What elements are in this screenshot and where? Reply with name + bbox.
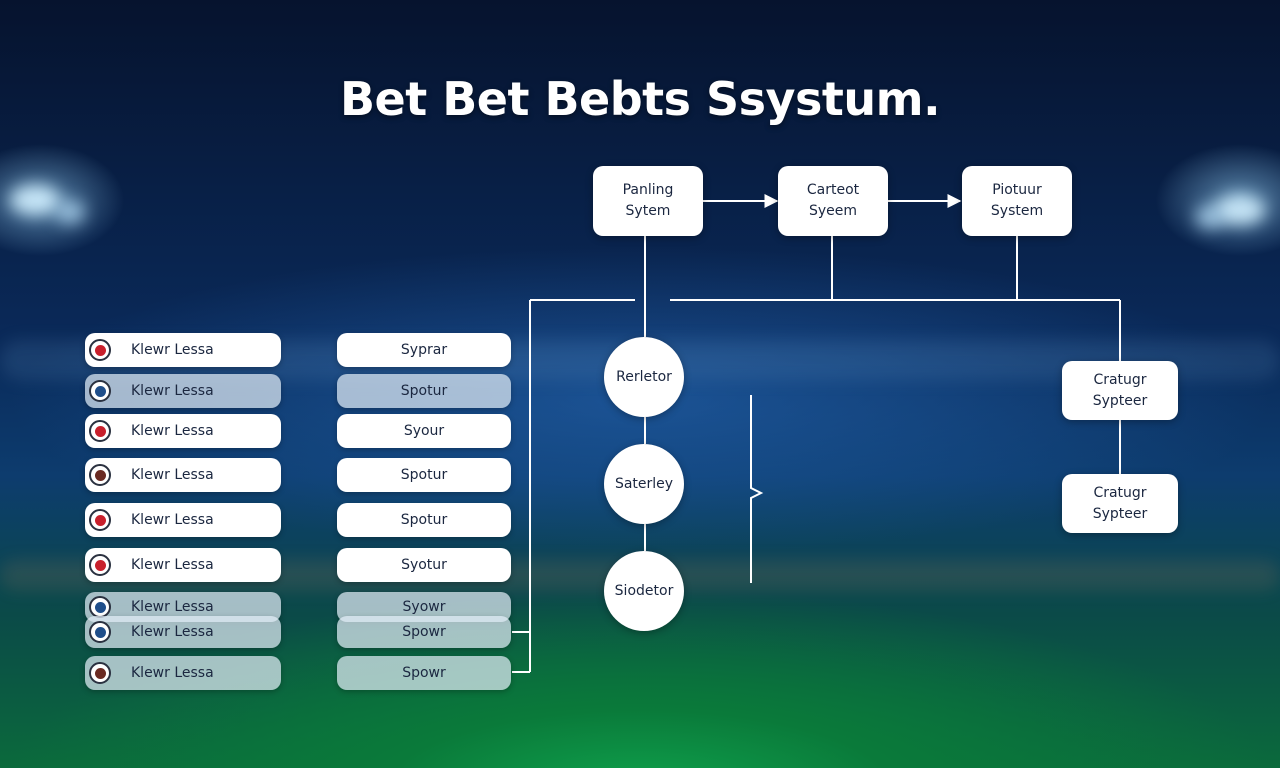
node-piotuur-system: Piotuur System bbox=[962, 166, 1072, 236]
bracket bbox=[750, 395, 764, 583]
diagram-title: Bet Bet Bebts Ssystum. bbox=[339, 72, 941, 126]
badge-dot bbox=[94, 667, 106, 679]
node-line2: Sypteer bbox=[1092, 392, 1148, 409]
badge-dot bbox=[94, 469, 106, 481]
team-badge-icon bbox=[89, 420, 111, 442]
node-line1: Cratugr bbox=[1093, 371, 1147, 388]
circle-node-siodetor: Siodetor bbox=[604, 551, 684, 631]
left-list-label: Klewr Lessa bbox=[131, 557, 214, 573]
team-badge-icon bbox=[89, 380, 111, 402]
right-list-item: Spotur bbox=[337, 374, 511, 408]
left-list-label: Klewr Lessa bbox=[131, 599, 214, 615]
left-list-item: Klewr Lessa bbox=[85, 548, 281, 582]
node-line2: Syeem bbox=[808, 203, 858, 219]
team-badge-icon bbox=[89, 621, 111, 643]
team-badge-icon bbox=[89, 596, 111, 618]
node-line2: System bbox=[990, 203, 1044, 219]
right-list-item: Spotur bbox=[337, 458, 511, 492]
floodlight-right-2 bbox=[1195, 205, 1225, 229]
right-list-item: Syotur bbox=[337, 548, 511, 582]
node-line1: Piotuur bbox=[992, 182, 1042, 198]
team-badge-icon bbox=[89, 554, 111, 576]
team-badge-icon bbox=[89, 464, 111, 486]
right-list-item: Spowr bbox=[337, 656, 511, 690]
left-list-label: Klewr Lessa bbox=[131, 423, 214, 439]
node-line1: Cratugr bbox=[1093, 484, 1147, 501]
node-line1: Panling bbox=[622, 182, 674, 198]
circle-node-saterley: Saterley bbox=[604, 444, 684, 524]
node-line1: Carteot bbox=[806, 182, 860, 198]
floodlight-left bbox=[10, 185, 60, 215]
circle-node-rerletor: Rerletor bbox=[604, 337, 684, 417]
badge-dot bbox=[94, 514, 106, 526]
side-node-cratugr-2: Cratugr Sypteer bbox=[1062, 474, 1178, 533]
side-node-cratugr-1: Cratugr Sypteer bbox=[1062, 361, 1178, 420]
node-carteot-system: Carteot Syeem bbox=[778, 166, 888, 236]
node-line2: Sytem bbox=[625, 203, 671, 219]
left-list-item: Klewr Lessa bbox=[85, 333, 281, 367]
left-list-item: Klewr Lessa bbox=[85, 503, 281, 537]
badge-dot bbox=[94, 626, 106, 638]
badge-dot bbox=[94, 344, 106, 356]
team-badge-icon bbox=[89, 339, 111, 361]
left-list-label: Klewr Lessa bbox=[131, 665, 214, 681]
left-list-label: Klewr Lessa bbox=[131, 624, 214, 640]
left-list-label: Klewr Lessa bbox=[131, 342, 214, 358]
right-list-item: Spotur bbox=[337, 503, 511, 537]
left-list-label: Klewr Lessa bbox=[131, 467, 214, 483]
left-list-item: Klewr Lessa bbox=[85, 414, 281, 448]
left-list-item: Klewr Lessa bbox=[85, 374, 281, 408]
badge-dot bbox=[94, 559, 106, 571]
right-list-item: Spowr bbox=[337, 616, 511, 648]
left-list-item: Klewr Lessa bbox=[85, 656, 281, 690]
node-line2: Sypteer bbox=[1092, 505, 1148, 522]
right-list-item: Syprar bbox=[337, 333, 511, 367]
floodlight-left-2 bbox=[55, 200, 85, 224]
left-list-item: Klewr Lessa bbox=[85, 616, 281, 648]
team-badge-icon bbox=[89, 509, 111, 531]
badge-dot bbox=[94, 601, 106, 613]
badge-dot bbox=[94, 425, 106, 437]
badge-dot bbox=[94, 385, 106, 397]
node-panling-system: Panling Sytem bbox=[593, 166, 703, 236]
left-list-item: Klewr Lessa bbox=[85, 458, 281, 492]
left-list-label: Klewr Lessa bbox=[131, 383, 214, 399]
left-list-label: Klewr Lessa bbox=[131, 512, 214, 528]
team-badge-icon bbox=[89, 662, 111, 684]
right-list-item: Syour bbox=[337, 414, 511, 448]
